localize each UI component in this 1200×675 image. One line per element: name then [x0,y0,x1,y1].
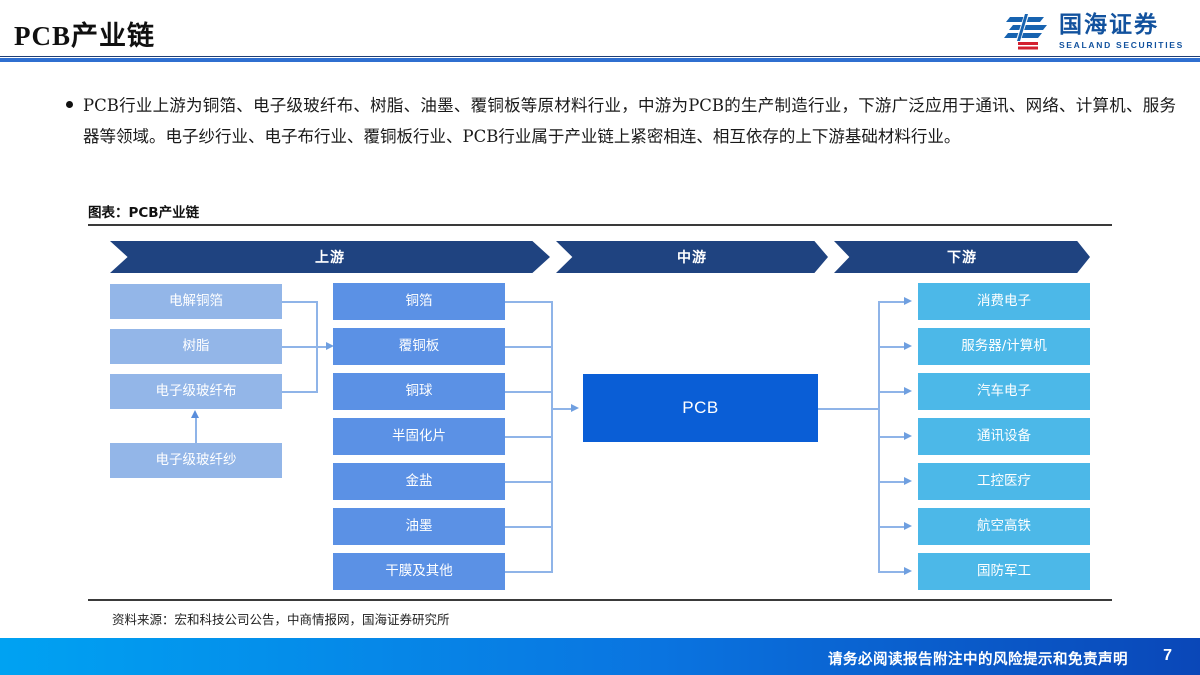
edge-to-automotive-line [878,391,908,393]
edge-to-communication-line [878,436,908,438]
figure-caption: 图表：PCB产业链 [88,205,200,221]
edge-col1-to-ccl-line [316,346,330,348]
node-automotive[interactable]: 汽车电子 [918,373,1090,410]
stage-band-upstream: 上游 [110,241,550,273]
node-electronic-glass-yarn[interactable]: 电子级玻纤纱 [110,443,282,478]
edge-col2-to-pcb-arrow [571,404,579,412]
edge-copper-ball-stub [505,391,553,393]
node-communication[interactable]: 通讯设备 [918,418,1090,455]
node-electrolytic-copper-foil[interactable]: 电解铜箔 [110,284,282,319]
page-number: 7 [1163,647,1172,664]
edge-prepreg-stub [505,436,553,438]
node-dry-film-other[interactable]: 干膜及其他 [333,553,505,590]
edge-gold-salt-stub [505,481,553,483]
page-title: PCB产业链 [14,21,155,51]
edge-col2-bus [551,301,553,572]
node-gold-salt[interactable]: 金盐 [333,463,505,500]
edge-col1-to-ccl-arrow [326,342,334,350]
header-rule-thin [0,56,1200,57]
node-copper-foil[interactable]: 铜箔 [333,283,505,320]
figure-rule-bottom [88,599,1112,601]
edge-to-defense-line [878,571,908,573]
bullet-paragraph: PCB行业上游为铜箔、电子级玻纤布、树脂、油墨、覆铜板等原材料行业，中游为PCB… [66,90,1176,152]
stage-band-downstream: 下游 [834,241,1090,273]
edge-resin-stub [282,346,318,348]
bullet-text: PCB行业上游为铜箔、电子级玻纤布、树脂、油墨、覆铜板等原材料行业，中游为PCB… [83,96,1176,146]
company-logo: 国海证券 SEALAND SECURITIES [1003,12,1184,52]
edge-to-industrial-medical-line [878,481,908,483]
footer-disclaimer: 请务必阅读报告附注中的风险提示和免责声明 [828,652,1128,668]
edge-to-consumer-electronics-line [878,301,908,303]
edge-to-server-computer-line [878,346,908,348]
edge-to-aviation-rail-arrow [904,522,912,530]
node-ink[interactable]: 油墨 [333,508,505,545]
edge-copper-foil-stub [505,301,553,303]
node-industrial-medical[interactable]: 工控医疗 [918,463,1090,500]
logo-text-en: SEALAND SECURITIES [1058,40,1184,51]
header-rule-accent [0,58,1200,62]
bullet-dot-icon [66,101,73,108]
node-consumer-electronics[interactable]: 消费电子 [918,283,1090,320]
slide-header: PCB产业链 国海证券 SEALAND SECURITIES [0,0,1200,62]
node-server-computer[interactable]: 服务器/计算机 [918,328,1090,365]
edge-yarn-to-fabric-arrow [191,410,199,418]
edge-to-defense-arrow [904,567,912,575]
edge-pcb-out-line [818,408,880,410]
edge-to-aviation-rail-line [878,526,908,528]
edge-dry-film-stub [505,571,553,573]
figure-source: 资料来源：宏和科技公司公告，中商情报网，国海证券研究所 [112,612,450,627]
edge-to-server-computer-arrow [904,342,912,350]
edge-to-consumer-electronics-arrow [904,297,912,305]
logo-text-cn: 国海证券 [1058,12,1159,39]
stage-band-midstream: 中游 [556,241,828,273]
edge-ink-stub [505,526,553,528]
node-copper-ball[interactable]: 铜球 [333,373,505,410]
edge-yarn-to-fabric-line [195,418,197,443]
edge-to-communication-arrow [904,432,912,440]
edge-col2-to-pcb-line [551,408,575,410]
sealand-logo-icon [1003,12,1050,52]
node-aviation-rail[interactable]: 航空高铁 [918,508,1090,545]
node-defense[interactable]: 国防军工 [918,553,1090,590]
edge-ccl-stub [505,346,553,348]
edge-to-automotive-arrow [904,387,912,395]
edge-fabric-stub [282,391,318,393]
node-electronic-glass-fabric[interactable]: 电子级玻纤布 [110,374,282,409]
pcb-value-chain-diagram: 上游 中游 下游 电解铜箔 树脂 电子级玻纤布 电子级玻纤纱 铜箔 覆铜板 铜球… [88,232,1112,594]
edge-foil-stub [282,301,318,303]
node-resin[interactable]: 树脂 [110,329,282,364]
node-prepreg[interactable]: 半固化片 [333,418,505,455]
node-pcb[interactable]: PCB [583,374,818,442]
slide-footer: 请务必阅读报告附注中的风险提示和免责声明 7 [0,638,1200,675]
node-ccl[interactable]: 覆铜板 [333,328,505,365]
edge-to-industrial-medical-arrow [904,477,912,485]
figure-rule-top [88,224,1112,226]
